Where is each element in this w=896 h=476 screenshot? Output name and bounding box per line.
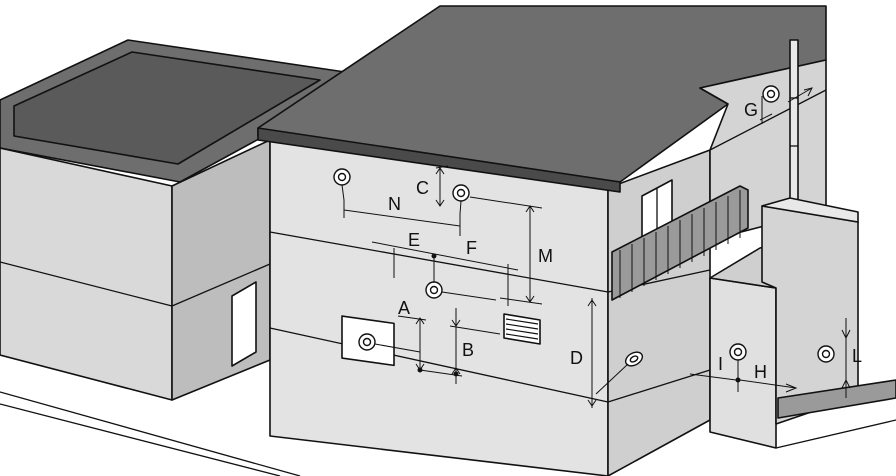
far-wall-top <box>761 197 859 223</box>
terminal-top-left <box>333 168 351 186</box>
dimension-lines <box>341 87 851 408</box>
dimension-dots <box>417 253 741 383</box>
terminal-middle <box>425 281 443 299</box>
label-a: A <box>398 298 410 318</box>
label-f: F <box>466 238 477 258</box>
fence <box>777 379 896 419</box>
main-wall-front <box>269 139 609 476</box>
left-door <box>231 281 257 367</box>
label-m: M <box>538 246 553 266</box>
terminal-top-center <box>452 184 470 202</box>
label-h: H <box>754 362 767 382</box>
label-e: E <box>408 230 420 250</box>
label-d: D <box>570 348 583 368</box>
label-c: C <box>416 178 429 198</box>
terminal-upper-right <box>762 85 780 103</box>
balcony <box>611 185 749 301</box>
right-walls <box>709 197 896 449</box>
label-l: L <box>852 346 862 366</box>
left-roof-inner <box>13 51 321 165</box>
label-n: N <box>388 194 401 214</box>
label-g: G <box>744 100 758 120</box>
left-building <box>0 39 346 401</box>
ground-lines <box>0 391 301 476</box>
terminal-bottom-left <box>358 333 376 351</box>
flue-terminals <box>333 85 835 367</box>
main-roof-edge <box>257 127 621 193</box>
terminal-corner <box>624 351 644 367</box>
drain-pipe <box>789 39 799 201</box>
vent-grille <box>503 313 541 345</box>
label-b: B <box>462 340 474 360</box>
terminal-far-wall <box>817 345 835 363</box>
left-wall-front <box>0 147 173 401</box>
terminal-low-wall <box>729 343 747 361</box>
label-i: I <box>718 354 723 374</box>
